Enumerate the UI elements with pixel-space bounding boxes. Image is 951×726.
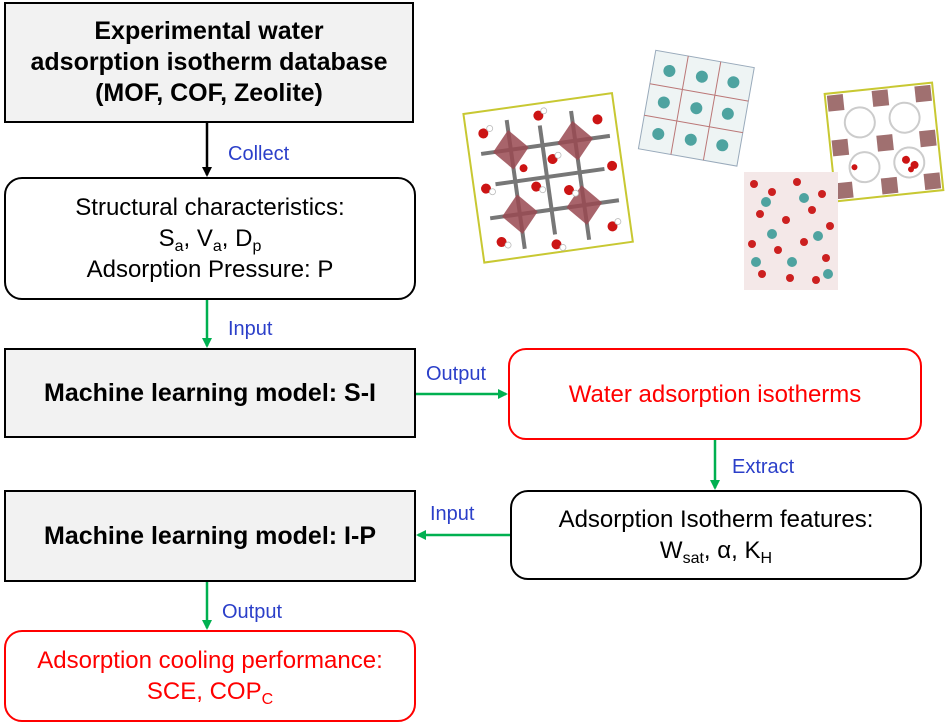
structural-line-3: Adsorption Pressure: P — [86, 256, 334, 283]
structural-line-1: Structural characteristics: — [75, 194, 345, 221]
database-line-2: adsorption isotherm database — [30, 48, 388, 76]
cof-structure-image — [823, 81, 945, 203]
database-box: Experimental water adsorption isotherm d… — [4, 2, 414, 123]
label-input-2: Input — [430, 503, 475, 525]
cooling-metrics: SCE, COPC — [146, 678, 274, 708]
ml-model-si-box: Machine learning model: S-I — [4, 348, 416, 438]
database-line-3: (MOF, COF, Zeolite) — [95, 79, 323, 107]
cooling-line-1: Adsorption cooling performance: — [37, 647, 383, 674]
isotherms-label: Water adsorption isotherms — [568, 380, 862, 408]
label-output-2: Output — [222, 601, 283, 623]
database-line-1: Experimental water — [94, 17, 324, 45]
label-input-1: Input — [228, 318, 273, 340]
features-line-1: Adsorption Isotherm features: — [558, 506, 874, 533]
ml-model-si-label: Machine learning model: S-I — [44, 378, 376, 407]
mof-structure-image — [462, 92, 634, 264]
label-output-1: Output — [426, 363, 487, 385]
structural-parameters: Sa, Va, Dp — [158, 225, 262, 255]
isotherm-features-box: Adsorption Isotherm features: Wsat, α, K… — [510, 490, 922, 580]
ml-model-ip-label: Machine learning model: I-P — [44, 521, 376, 550]
structural-characteristics-box: Structural characteristics: Sa, Va, Dp A… — [4, 177, 416, 300]
adsorption-cooling-box: Adsorption cooling performance: SCE, COP… — [4, 630, 416, 722]
ml-model-ip-box: Machine learning model: I-P — [4, 490, 416, 582]
water-filled-framework-image — [744, 172, 838, 290]
water-adsorption-isotherms-box: Water adsorption isotherms — [508, 348, 922, 440]
label-extract: Extract — [732, 456, 795, 478]
features-parameters: Wsat, α, KH — [659, 537, 773, 567]
label-collect: Collect — [228, 143, 290, 165]
zeolite-structure-image — [637, 49, 755, 167]
